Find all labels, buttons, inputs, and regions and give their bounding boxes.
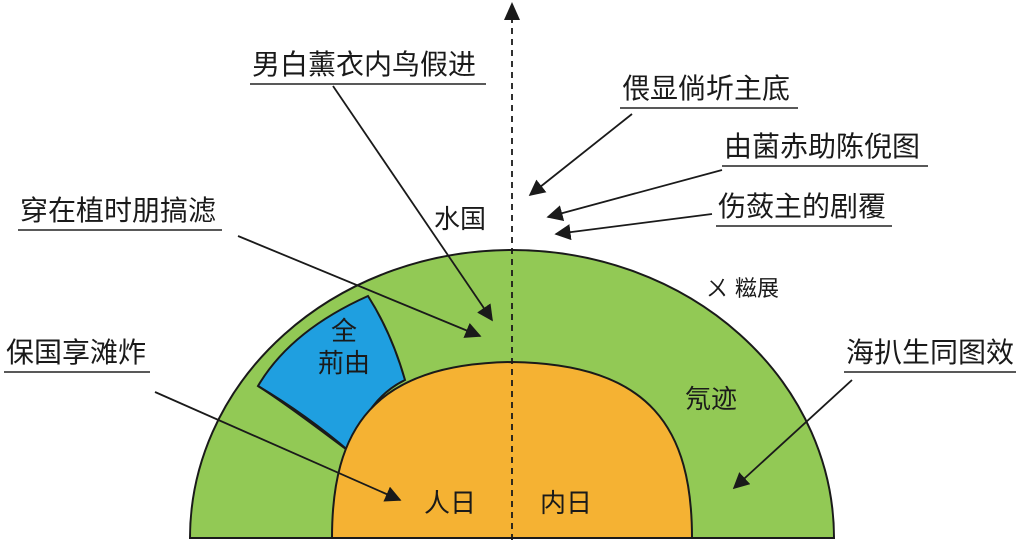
- arrow-top-left: [332, 85, 493, 322]
- inner-boundary-curve: [257, 385, 351, 453]
- label-top-left: 男白薰衣内鸟假进: [252, 48, 476, 81]
- inside-orange-left: 人日: [424, 489, 476, 519]
- axis-arrowhead-icon: [504, 2, 520, 20]
- arrow-left-upper: [237, 235, 482, 338]
- label-left-upper: 穿在植时朋搞滤: [20, 194, 216, 227]
- label-left-lower: 保国享滩炸: [6, 336, 146, 369]
- arrow-right-mid2: [554, 213, 713, 241]
- label-right-layer: ㄨ 糍展: [706, 277, 779, 302]
- arrow-right-top: [528, 113, 633, 197]
- arrow-right-mid1: [546, 169, 723, 222]
- arrow-left-lower: [154, 391, 402, 502]
- inside-green-right: 氖迹: [685, 385, 737, 415]
- arrow-right-lower: [732, 379, 853, 490]
- label-right-top: 偎显倘圻主底: [622, 72, 790, 105]
- blue-zone: [256, 294, 407, 454]
- inside-blue-line1: 全: [331, 317, 357, 347]
- label-right-lower: 海扒生同图效: [846, 336, 1014, 369]
- label-right-mid1: 由菌赤助陈倪图: [724, 130, 920, 163]
- inside-top-area: 水国: [434, 205, 486, 235]
- inside-blue-line2: 荊由: [318, 349, 370, 379]
- label-right-mid2: 伤蔹主的剧覆: [718, 190, 886, 223]
- inside-orange-right: 内日: [540, 489, 592, 519]
